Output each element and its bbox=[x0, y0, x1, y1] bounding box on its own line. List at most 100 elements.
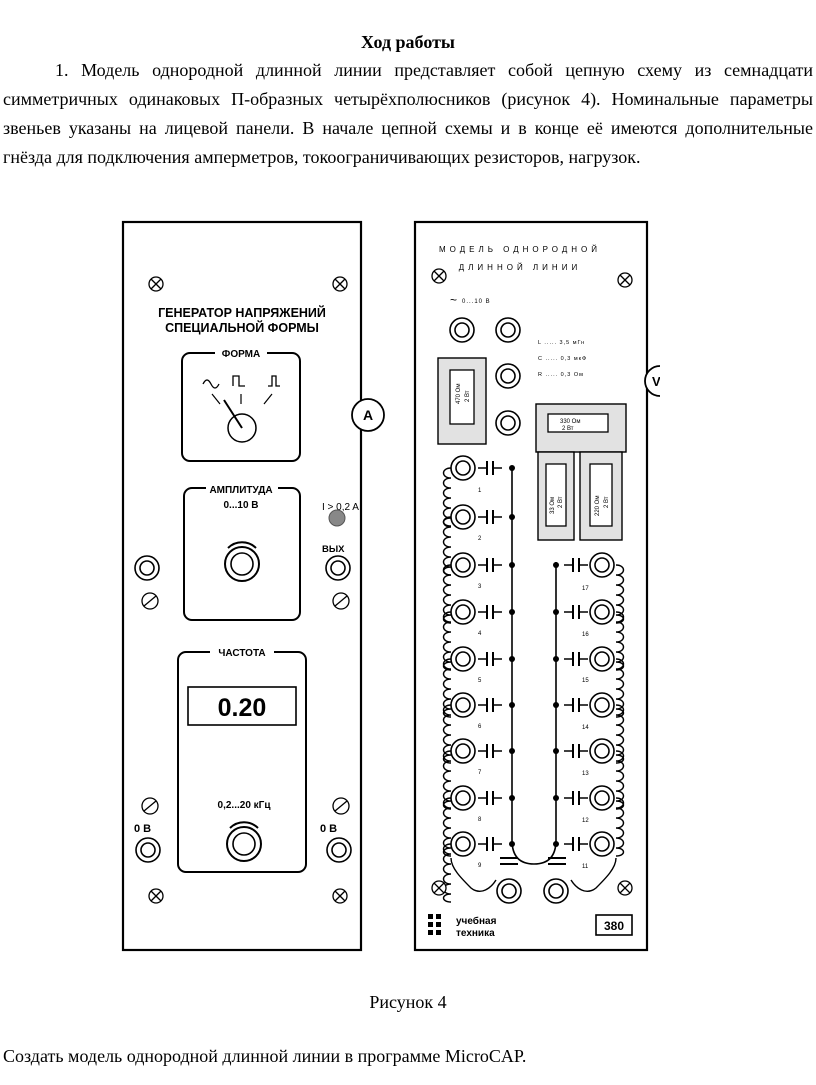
section-heading: Ход работы bbox=[361, 32, 455, 52]
input-jack-top[interactable] bbox=[495, 317, 521, 343]
output-jack-bottom[interactable] bbox=[496, 878, 522, 904]
param-r: R ..... 0,3 Ом bbox=[538, 372, 584, 378]
figure-caption: Рисунок 4 bbox=[369, 992, 447, 1012]
cell-number: 3 bbox=[478, 584, 482, 590]
cell-number: 4 bbox=[478, 631, 482, 637]
screw-icon bbox=[431, 880, 447, 896]
svg-text:V1: V1 bbox=[652, 374, 660, 389]
long-line-panel: МОДЕЛЬ ОДНОРОДНОЙ ДЛИННОЙ ЛИНИИ ~ 0...10… bbox=[413, 220, 660, 952]
cell-jack[interactable] bbox=[450, 785, 476, 811]
square-wave-icon bbox=[232, 375, 245, 387]
resistor-330[interactable]: 330 Ом 2 Вт bbox=[535, 403, 627, 453]
generator-title-line2: СПЕЦИАЛЬНОЙ ФОРМЫ bbox=[165, 320, 319, 335]
cell-jack[interactable] bbox=[589, 692, 615, 718]
cell-number: 7 bbox=[478, 770, 482, 776]
cell-jack[interactable] bbox=[589, 599, 615, 625]
svg-text:2 Вт: 2 Вт bbox=[562, 426, 574, 432]
cell-number: 1 bbox=[478, 488, 482, 494]
cell-number: 2 bbox=[478, 536, 482, 542]
screw-icon bbox=[617, 272, 633, 288]
cell-jack[interactable] bbox=[450, 831, 476, 857]
source-range-label: 0...10 В bbox=[462, 299, 491, 305]
form-selector-knob[interactable] bbox=[223, 399, 257, 443]
svg-text:2 Вт: 2 Вт bbox=[604, 496, 610, 508]
cell-jack[interactable] bbox=[589, 552, 615, 578]
current-limit-label: I > 0,2 A bbox=[322, 502, 359, 513]
screw-icon bbox=[617, 880, 633, 896]
cell-jack[interactable] bbox=[450, 646, 476, 672]
cell-jack[interactable] bbox=[589, 646, 615, 672]
cell-number: 16 bbox=[582, 632, 589, 638]
frequency-range: 0,2...20 кГц bbox=[218, 800, 272, 811]
generator-title-line1: ГЕНЕРАТОР НАПРЯЖЕНИЙ bbox=[158, 305, 326, 320]
model-number: 380 bbox=[604, 919, 624, 933]
voltmeter-circle: V1 bbox=[644, 365, 660, 397]
resistor-470[interactable]: 470 Ом 2 Вт bbox=[437, 357, 487, 445]
screw-icon bbox=[148, 276, 164, 292]
form-label: ФОРМА bbox=[222, 349, 260, 360]
cell-jack[interactable] bbox=[450, 599, 476, 625]
svg-text:330 Ом: 330 Ом bbox=[560, 419, 580, 425]
cell-jack[interactable] bbox=[450, 738, 476, 764]
ground-jack-right[interactable] bbox=[326, 837, 352, 863]
pulse-wave-icon bbox=[268, 375, 280, 387]
cell-number: 14 bbox=[582, 725, 589, 731]
generator-panel: ГЕНЕРАТОР НАПРЯЖЕНИЙ СПЕЦИАЛЬНОЙ ФОРМЫ Ф… bbox=[121, 220, 385, 952]
cell-number: 8 bbox=[478, 817, 482, 823]
cell-number: 17 bbox=[582, 586, 589, 592]
brand-line2: техника bbox=[456, 928, 495, 939]
resistor-220[interactable]: 220 Ом 2 Вт bbox=[579, 451, 623, 541]
svg-text:2 Вт: 2 Вт bbox=[558, 496, 564, 508]
cell-number: 13 bbox=[582, 771, 589, 777]
svg-text:A: A bbox=[363, 407, 373, 423]
screw-icon bbox=[332, 592, 350, 610]
input-jack[interactable] bbox=[134, 555, 160, 581]
output-jack-bottom[interactable] bbox=[543, 878, 569, 904]
task-line: Создать модель однородной длинной линии … bbox=[3, 1046, 527, 1066]
frequency-value: 0.20 bbox=[218, 694, 267, 722]
amplitude-label: АМПЛИТУДА bbox=[209, 485, 272, 496]
cell-jack[interactable] bbox=[589, 831, 615, 857]
input-jack-top[interactable] bbox=[449, 317, 475, 343]
cell-number: 11 bbox=[582, 864, 589, 870]
cell-jack[interactable] bbox=[450, 552, 476, 578]
cell-number: 5 bbox=[478, 678, 482, 684]
cell-jack[interactable] bbox=[589, 738, 615, 764]
overload-indicator-lamp bbox=[328, 509, 346, 527]
ground-jack-left[interactable] bbox=[135, 837, 161, 863]
ground-right-label: 0 В bbox=[320, 823, 337, 835]
param-l: L ..... 3,5 мГн bbox=[538, 340, 585, 346]
frequency-display bbox=[187, 686, 297, 726]
cell-jack[interactable] bbox=[450, 692, 476, 718]
resistor-33[interactable]: 33 Ом 2 Вт bbox=[537, 451, 575, 541]
amplitude-knob[interactable] bbox=[224, 541, 260, 582]
frequency-knob[interactable] bbox=[226, 821, 262, 862]
line-title-line2: ДЛИННОЙ ЛИНИИ bbox=[459, 263, 581, 272]
cell-jack[interactable] bbox=[589, 785, 615, 811]
measure-jack[interactable] bbox=[495, 410, 521, 436]
sine-wave-icon bbox=[202, 379, 220, 389]
cell-number: 9 bbox=[478, 863, 482, 869]
ammeter-circle: A bbox=[351, 398, 385, 432]
svg-text:2 Вт: 2 Вт bbox=[465, 390, 471, 402]
svg-text:220 Ом: 220 Ом bbox=[595, 496, 601, 516]
cell-number: 12 bbox=[582, 818, 589, 824]
output-jack[interactable] bbox=[325, 555, 351, 581]
screw-icon bbox=[431, 268, 447, 284]
output-label: ВЫХ bbox=[322, 544, 345, 555]
cell-jack[interactable] bbox=[450, 455, 476, 481]
screw-icon bbox=[332, 797, 350, 815]
model-number-box bbox=[595, 914, 633, 936]
measure-jack[interactable] bbox=[495, 363, 521, 389]
svg-text:470 Ом: 470 Ом bbox=[456, 384, 462, 404]
frequency-label: ЧАСТОТА bbox=[218, 648, 265, 659]
right-ladder bbox=[553, 552, 625, 857]
cell-jack[interactable] bbox=[450, 504, 476, 530]
amplitude-range: 0...10 В bbox=[223, 500, 258, 511]
screw-icon bbox=[141, 797, 159, 815]
brand-logo: учебная техника bbox=[428, 914, 497, 939]
screw-icon bbox=[148, 888, 164, 904]
cell-number: 15 bbox=[582, 678, 589, 684]
left-ladder bbox=[442, 455, 515, 903]
cell-number: 6 bbox=[478, 724, 482, 730]
